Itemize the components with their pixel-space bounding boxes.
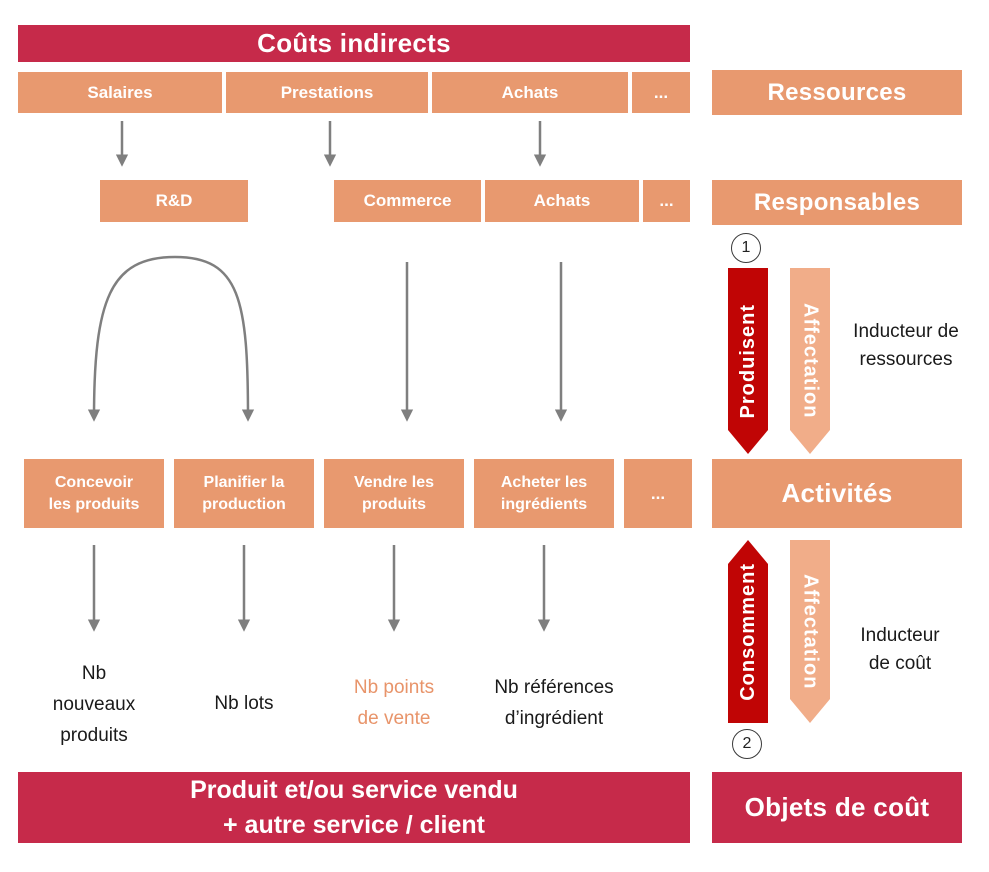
activity-label-line: produits (362, 495, 426, 513)
resource-box-achats: Achats (432, 72, 628, 113)
responsable-box-more: ... (643, 180, 690, 222)
driver-line: de vente (357, 708, 431, 729)
category-activites: Activités (712, 459, 962, 528)
consomment-arrow: Consomment (728, 540, 768, 723)
activity-box-vendre: Vendre les produits (324, 459, 464, 528)
note-line: Inducteur de (853, 321, 959, 342)
couts-indirects-banner: Coûts indirects (18, 25, 690, 62)
driver-nb-points-de-vente: Nb points de vente (334, 672, 454, 734)
consomment-label: Consomment (736, 562, 759, 701)
inducteur-ressources-note: Inducteur de ressources (830, 318, 982, 374)
driver-line: nouveaux (52, 694, 136, 715)
responsable-box-achats: Achats (485, 180, 639, 222)
arc-rd-to-activities (87, 255, 255, 422)
affectation-bottom-label: Affectation (799, 573, 822, 690)
note-line: Inducteur (860, 625, 940, 646)
driver-line: d’ingrédient (504, 708, 604, 729)
resource-box-salaires: Salaires (18, 72, 222, 113)
banner-line: + autre service / client (223, 810, 485, 839)
responsable-box-commerce: Commerce (334, 180, 481, 222)
driver-line: produits (60, 725, 128, 746)
driver-line: Nb références (494, 677, 614, 698)
activity-box-concevoir: Concevoir les produits (24, 459, 164, 528)
note-line: de coût (868, 653, 932, 674)
responsable-box-rd: R&D (100, 180, 248, 222)
driver-nb-references-ingredient: Nb références d’ingrédient (474, 672, 634, 734)
category-responsables: Responsables (712, 180, 962, 225)
driver-line: Nb points (353, 677, 435, 698)
activity-label-line: Vendre les (353, 473, 435, 491)
driver-nb-lots: Nb lots (184, 688, 304, 719)
produisent-label: Produisent (736, 303, 759, 419)
activity-label-line: Acheter les (500, 473, 588, 491)
resource-box-more: ... (632, 72, 690, 113)
produit-service-banner: Produit et/ou service vendu + autre serv… (18, 772, 690, 843)
activity-box-planifier: Planifier la production (174, 459, 314, 528)
activity-label-line: ingrédients (500, 495, 588, 513)
banner-line: Produit et/ou service vendu (190, 775, 518, 804)
activity-label-line: Concevoir (54, 473, 134, 491)
category-objets-de-cout: Objets de coût (712, 772, 962, 843)
activity-label-line: production (202, 495, 286, 513)
resource-box-prestations: Prestations (226, 72, 428, 113)
driver-nb-nouveaux-produits: Nb nouveaux produits (34, 658, 154, 751)
step-1-badge: 1 (731, 233, 761, 263)
inducteur-cout-note: Inducteur de coût (830, 622, 970, 678)
activity-box-more: ... (624, 459, 692, 528)
activity-label-line: les produits (48, 495, 140, 513)
affectation-bottom-arrow: Affectation (790, 540, 830, 723)
driver-line: Nb (81, 663, 107, 684)
driver-line: Nb lots (214, 693, 274, 714)
produisent-arrow: Produisent (728, 268, 768, 454)
activity-label-line: Planifier la (203, 473, 285, 491)
affectation-top-arrow: Affectation (790, 268, 830, 454)
category-ressources: Ressources (712, 70, 962, 115)
step-2-badge: 2 (732, 729, 762, 759)
note-line: ressources (859, 349, 953, 370)
affectation-top-label: Affectation (799, 303, 822, 419)
activity-box-acheter: Acheter les ingrédients (474, 459, 614, 528)
